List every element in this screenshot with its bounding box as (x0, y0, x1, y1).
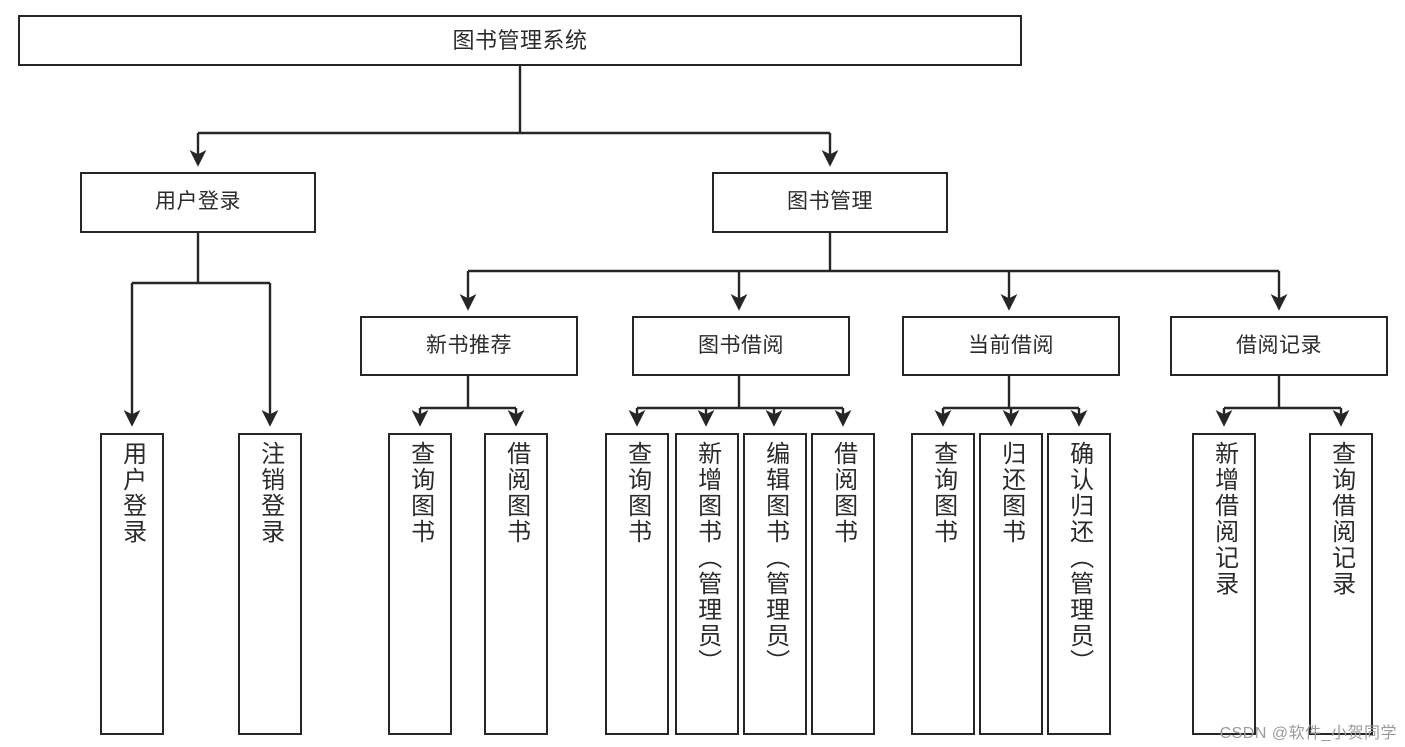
node-user-login-label: 用户登录 (155, 190, 241, 214)
node-leaf-add-record[interactable]: 新增借阅记录 (1192, 433, 1256, 735)
node-leaf-query-book-2-label: 查询图书 (623, 441, 651, 545)
node-leaf-borrow-book-1-label: 借阅图书 (502, 441, 530, 545)
node-leaf-confirm-return[interactable]: 确认归还（管理员） (1047, 433, 1111, 735)
node-leaf-query-book-3[interactable]: 查询图书 (911, 433, 975, 735)
node-leaf-confirm-return-label: 确认归还（管理员） (1065, 441, 1093, 675)
node-new-book-recommend-label: 新书推荐 (426, 333, 512, 357)
node-leaf-borrow-book-2[interactable]: 借阅图书 (811, 433, 875, 735)
node-current-borrow[interactable]: 当前借阅 (902, 316, 1120, 376)
node-root-label: 图书管理系统 (452, 27, 588, 53)
node-leaf-logout-login-label: 注销登录 (256, 441, 284, 545)
node-book-borrow[interactable]: 图书借阅 (632, 316, 850, 376)
node-leaf-add-book[interactable]: 新增图书（管理员） (675, 433, 739, 735)
node-leaf-query-record[interactable]: 查询借阅记录 (1309, 433, 1373, 735)
node-leaf-query-book-2[interactable]: 查询图书 (605, 433, 669, 735)
node-leaf-query-book-3-label: 查询图书 (929, 441, 957, 545)
node-leaf-add-book-label: 新增图书（管理员） (693, 441, 721, 675)
node-leaf-logout-login[interactable]: 注销登录 (238, 433, 302, 735)
node-book-manage-label: 图书管理 (787, 190, 873, 214)
node-leaf-user-login-label: 用户登录 (118, 441, 146, 545)
node-root[interactable]: 图书管理系统 (18, 15, 1022, 66)
node-leaf-edit-book[interactable]: 编辑图书（管理员） (743, 433, 807, 735)
node-leaf-return-book-label: 归还图书 (997, 441, 1025, 545)
node-book-manage[interactable]: 图书管理 (712, 172, 948, 233)
node-current-borrow-label: 当前借阅 (968, 333, 1054, 357)
node-leaf-user-login[interactable]: 用户登录 (100, 433, 164, 735)
node-user-login[interactable]: 用户登录 (80, 172, 316, 233)
node-book-borrow-label: 图书借阅 (698, 333, 784, 357)
node-new-book-recommend[interactable]: 新书推荐 (360, 316, 578, 376)
node-leaf-return-book[interactable]: 归还图书 (979, 433, 1043, 735)
node-leaf-borrow-book-2-label: 借阅图书 (829, 441, 857, 545)
node-leaf-add-record-label: 新增借阅记录 (1210, 441, 1238, 597)
node-leaf-query-record-label: 查询借阅记录 (1327, 441, 1355, 597)
node-leaf-query-book-1[interactable]: 查询图书 (388, 433, 452, 735)
node-borrow-record-label: 借阅记录 (1236, 333, 1322, 357)
node-leaf-borrow-book-1[interactable]: 借阅图书 (484, 433, 548, 735)
node-borrow-record[interactable]: 借阅记录 (1170, 316, 1388, 376)
node-leaf-query-book-1-label: 查询图书 (406, 441, 434, 545)
node-leaf-edit-book-label: 编辑图书（管理员） (761, 441, 789, 675)
